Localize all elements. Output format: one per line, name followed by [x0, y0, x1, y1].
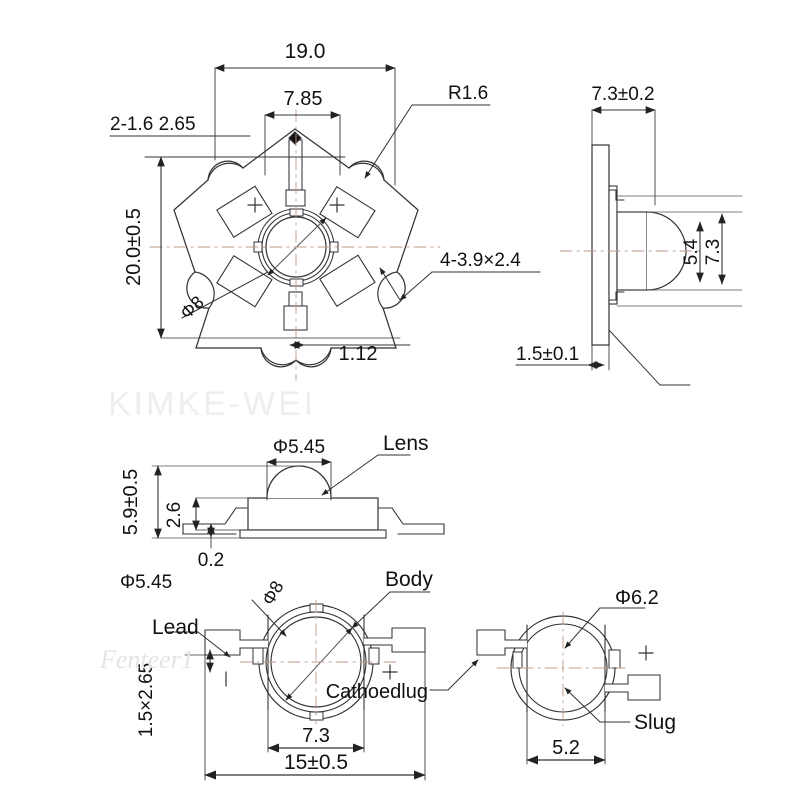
dim-1-5 — [515, 329, 691, 386]
dim-7-3-flange — [591, 106, 656, 206]
label-slug: Slug — [634, 711, 676, 734]
dim-label-7-3-body: 7.3 — [302, 725, 330, 747]
dim-label-pad-note: 4-3.9×2.4 — [440, 250, 521, 271]
label-lead: Lead — [152, 616, 199, 639]
label-phi545-note: Φ5.45 — [120, 572, 172, 593]
dim-15 — [204, 629, 426, 781]
label-cathode: Cathoedlug — [326, 681, 428, 703]
dim-1-5x2-65 — [184, 649, 241, 673]
dim-label-lead-size: 1.5×2.65 — [136, 663, 157, 738]
dim-5-2 — [526, 711, 606, 765]
dim-phi545 — [266, 458, 332, 501]
dim-label-20-0: 20.0±0.5 — [123, 208, 145, 286]
dim-label-hole-note: 2-1.6 2.65 — [110, 114, 196, 135]
dim-label-phi545: Φ5.45 — [273, 437, 325, 458]
dim-label-7-3-flange: 7.3±0.2 — [591, 84, 654, 105]
dim-7-3-body — [267, 709, 365, 753]
leader-lens — [321, 454, 411, 496]
dim-label-r16: R1.6 — [448, 83, 488, 104]
dim-label-19-0: 19.0 — [285, 40, 326, 63]
dim-label-0-2: 0.2 — [198, 550, 224, 571]
dim-19-0 — [214, 64, 396, 186]
dim-label-phi8-bottom: Φ8 — [258, 577, 288, 608]
leader-phi8-star — [181, 271, 269, 319]
dim-label-1-12: 1.12 — [339, 343, 378, 365]
dim-label-5-9: 5.9±0.5 — [120, 469, 142, 536]
star-pcb-geometry — [173, 128, 419, 368]
dim-20-0 — [157, 156, 401, 339]
dim-label-phi62: Φ6.2 — [615, 587, 659, 609]
label-lens: Lens — [383, 432, 429, 455]
leader-pad-note — [379, 267, 541, 301]
dim-label-7-3-height: 7.3 — [703, 239, 724, 265]
dim-label-5-2: 5.2 — [552, 737, 580, 759]
dim-label-15: 15±0.5 — [284, 751, 348, 774]
bottom-right-geometry — [429, 607, 661, 723]
leader-phi8-bottom — [251, 599, 287, 637]
dim-7-85 — [264, 111, 341, 176]
leader-body — [351, 591, 431, 629]
dim-label-7-85: 7.85 — [284, 88, 323, 110]
leader-r16 — [364, 104, 491, 179]
lens-side-geometry — [151, 465, 445, 539]
leader-hole-note — [109, 135, 346, 158]
dim-label-5-4: 5.4 — [681, 238, 702, 265]
dim-label-2-6: 2.6 — [164, 502, 185, 528]
dim-2-6 — [192, 497, 241, 531]
leader-lead — [167, 631, 231, 658]
dim-label-1-5: 1.5±0.1 — [516, 344, 579, 365]
label-body: Body — [385, 568, 433, 591]
